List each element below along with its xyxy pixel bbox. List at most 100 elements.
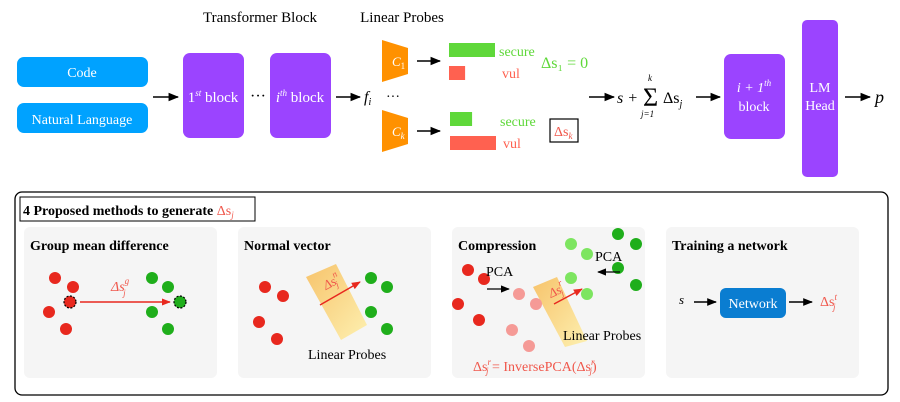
probe-ellipsis: ··· [386, 90, 400, 105]
svg-text:s +: s + [617, 90, 638, 107]
next-block: i + 1th block [724, 54, 785, 139]
probek-vul-label: vul [503, 137, 521, 152]
data-point [581, 248, 593, 260]
data-point [49, 272, 61, 284]
probe1-vul-label: vul [502, 67, 520, 82]
data-point [277, 290, 289, 302]
panel2-delta: Δsnj [318, 268, 344, 294]
panel-compression: Compression PCA PCA Δsrj Linear Probes Δ… [452, 227, 645, 378]
mean-point [173, 295, 187, 309]
data-point [612, 262, 624, 274]
data-point [60, 323, 72, 335]
data-point [271, 333, 283, 345]
transformer-block-label: Transformer Block [203, 10, 318, 26]
methods-title: 4 Proposed methods to generate Δsj [23, 204, 234, 220]
panel4-title: Training a network [672, 239, 788, 254]
ellipsis: ··· [250, 88, 266, 105]
data-point [43, 306, 55, 318]
svg-text:Ck: Ck [392, 124, 406, 141]
input-code: Code [17, 57, 148, 87]
svg-text:LM: LM [810, 81, 832, 96]
data-point [581, 288, 593, 300]
data-point [462, 264, 474, 276]
data-point [612, 228, 624, 240]
svg-text:j=1: j=1 [640, 109, 654, 119]
data-point [565, 238, 577, 250]
compression-probe-plane [533, 277, 587, 347]
lm-head: LM Head [802, 20, 838, 177]
panel1-title: Group mean difference [30, 239, 169, 254]
data-point [162, 323, 174, 335]
svg-text:Σ: Σ [643, 83, 658, 112]
input-code-label: Code [67, 66, 97, 81]
panel2-probe-label: Linear Probes [308, 348, 386, 363]
data-point [523, 340, 535, 352]
data-point [630, 238, 642, 250]
probek-vul-bar [450, 136, 496, 150]
probe-c1: C1 [382, 40, 408, 82]
data-point [259, 281, 271, 293]
probek-secure-label: secure [500, 115, 536, 130]
svg-text:1st block: 1st block [188, 88, 239, 106]
panel3-title: Compression [458, 239, 537, 254]
data-point [630, 279, 642, 291]
data-point [381, 323, 393, 335]
data-point [146, 306, 158, 318]
data-point [162, 281, 174, 293]
data-point [530, 298, 542, 310]
data-point [253, 316, 265, 328]
input-nl-label: Natural Language [32, 113, 133, 128]
panel2-title: Normal vector [244, 239, 331, 254]
svg-text:ith block: ith block [276, 88, 325, 106]
pca-label-right: PCA [595, 250, 623, 265]
pca-label-left: PCA [486, 265, 514, 280]
probe1-secure-bar [449, 43, 495, 57]
normal-vector-arrow [319, 281, 361, 306]
svg-text:Head: Head [805, 99, 835, 114]
output-p: p [873, 87, 884, 107]
network-label: Network [729, 297, 778, 312]
sum-expression: s + Σ k j=1 Δsj [617, 73, 683, 119]
feature-fi: fi [364, 89, 371, 108]
data-point [473, 314, 485, 326]
mean-point [63, 295, 77, 309]
linear-probes-label: Linear Probes [360, 10, 444, 26]
methods-frame [14, 191, 889, 396]
data-point [67, 281, 79, 293]
compression-arrow [553, 288, 583, 305]
svg-text:k: k [648, 73, 653, 83]
delta-sk-box [549, 118, 579, 143]
input-natural-language: Natural Language [17, 103, 148, 133]
ith-block: ith block [270, 53, 331, 138]
probe1-vul-bar [449, 66, 466, 80]
first-block: 1st block [183, 53, 244, 138]
panel3-probe-label: Linear Probes [563, 329, 641, 344]
svg-text:i + 1th: i + 1th [737, 78, 772, 96]
svg-text:C1: C1 [392, 54, 405, 71]
data-point [506, 324, 518, 336]
normal-vector-probe-plane [306, 264, 367, 340]
svg-text:block: block [738, 100, 769, 115]
panel3-delta: Δsrj [544, 277, 568, 303]
data-point [381, 281, 393, 293]
panel-normal-vector: Normal vector Δsnj Linear Probes [238, 227, 431, 378]
delta-s1-zero: Δs₁ = 0 [541, 55, 588, 72]
delta-sk: Δsk [554, 125, 573, 141]
data-point [565, 272, 577, 284]
data-point [365, 272, 377, 284]
network-box [720, 288, 786, 318]
svg-text:Δsj: Δsj [663, 90, 683, 110]
data-point [513, 288, 525, 300]
probe-ck: Ck [382, 110, 408, 152]
data-point [452, 298, 464, 310]
probek-secure-bar [450, 112, 473, 126]
data-point [478, 273, 490, 285]
data-point [146, 272, 158, 284]
methods-title-box [19, 196, 256, 222]
